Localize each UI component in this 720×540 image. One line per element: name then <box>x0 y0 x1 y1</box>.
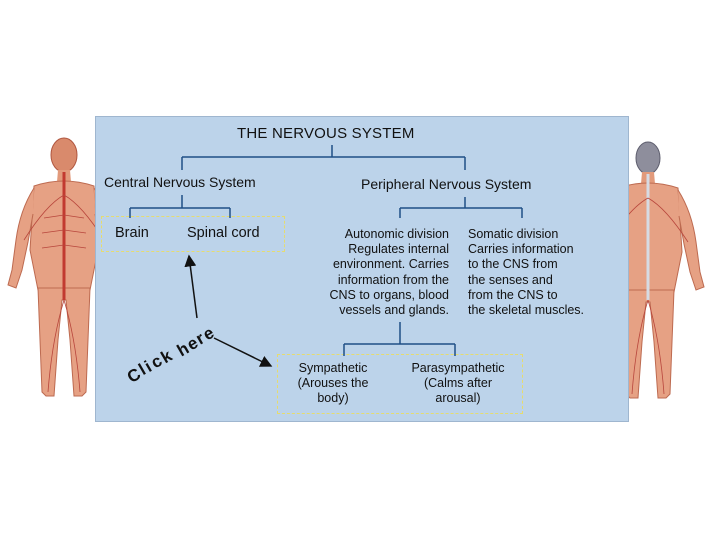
diagram-panel <box>95 116 629 422</box>
diagram-title: THE NERVOUS SYSTEM <box>237 125 415 142</box>
parasympathetic-text: Parasympathetic (Calms after arousal) <box>411 361 505 406</box>
somatic-division-text: Somatic division Carries information to … <box>468 227 585 318</box>
autonomic-division-text: Autonomic division Regulates internal en… <box>329 227 449 318</box>
cns-dashed-box <box>101 216 285 252</box>
pns-label: Peripheral Nervous System <box>361 176 532 192</box>
click-here-link[interactable]: C l i c k h e r e <box>122 318 222 388</box>
cns-label: Central Nervous System <box>104 174 256 190</box>
brain-label: Brain <box>115 225 149 241</box>
autonomic-branches-dashed-box <box>277 354 523 414</box>
sympathetic-text: Sympathetic (Arouses the body) <box>297 361 369 406</box>
spinal-cord-label: Spinal cord <box>187 225 260 241</box>
